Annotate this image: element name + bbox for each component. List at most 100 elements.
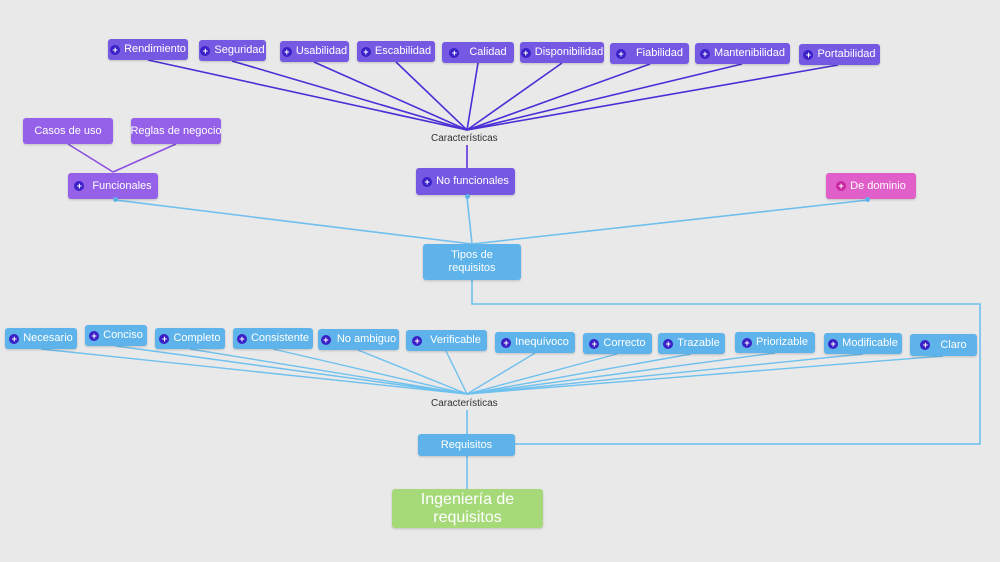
connector-line <box>231 60 468 131</box>
funcionales-label: Funcionales <box>92 179 152 192</box>
expand-icon[interactable]: + <box>589 338 600 349</box>
connector-line <box>466 353 864 395</box>
trait-item[interactable]: +Correcto <box>583 333 652 354</box>
nonfunctional-item[interactable]: +Seguridad <box>199 40 266 61</box>
funcionales-node[interactable]: + Funcionales <box>68 173 158 199</box>
nonfunctional-item[interactable]: +Disponibilidad <box>520 42 604 63</box>
trait-item[interactable]: +Inequívoco <box>495 332 575 353</box>
root-node[interactable]: Ingeniería de requisitos <box>392 489 543 528</box>
item-label: Disponibilidad <box>534 46 604 59</box>
item-label: Portabilidad <box>817 48 876 61</box>
item-label: Mantenibilidad <box>714 47 785 60</box>
connector-line <box>313 61 468 131</box>
tipos-de-requisitos-node[interactable]: Tipos de requisitos <box>423 244 521 280</box>
nonfunctional-item[interactable]: +Fiabilidad <box>610 43 689 64</box>
trait-label: No ambiguo <box>336 333 397 346</box>
connector-line <box>114 199 473 245</box>
trait-label: Necesario <box>23 332 73 345</box>
trait-label: Inequívoco <box>515 336 569 349</box>
connector-line <box>466 62 563 131</box>
nonfunctional-item[interactable]: +Usabilidad <box>280 41 349 62</box>
reglas-de-negocio-label: Reglas de negocio <box>130 124 222 137</box>
trait-label: Modificable <box>842 337 898 350</box>
item-label: Escabilidad <box>374 45 432 58</box>
expand-icon[interactable]: + <box>281 46 292 57</box>
connector-line <box>466 196 473 245</box>
expand-icon[interactable]: + <box>663 338 674 349</box>
expand-icon[interactable]: + <box>828 338 839 349</box>
item-label: Seguridad <box>214 44 265 57</box>
connector-dot <box>865 197 870 202</box>
expand-icon[interactable]: + <box>700 48 711 59</box>
expand-icon[interactable]: + <box>89 330 100 341</box>
connector-line <box>466 353 618 395</box>
connector-line <box>466 63 743 131</box>
expand-icon[interactable]: + <box>200 45 211 56</box>
expand-icon[interactable]: + <box>360 46 371 57</box>
connector-line <box>445 350 468 395</box>
expand-icon[interactable]: + <box>449 47 460 58</box>
connector-line <box>147 59 468 131</box>
item-label: Rendimiento <box>124 43 186 56</box>
casos-de-uso-label: Casos de uso <box>34 124 102 137</box>
casos-de-uso-node[interactable]: Casos de uso <box>23 118 113 144</box>
trait-item[interactable]: +Modificable <box>824 333 902 354</box>
trait-item[interactable]: +Priorizable <box>735 332 815 353</box>
reglas-de-negocio-node[interactable]: Reglas de negocio <box>130 118 222 144</box>
caracteristicas-bottom-label: Características <box>431 398 498 409</box>
trait-item[interactable]: +Conciso <box>85 325 147 346</box>
expand-icon[interactable]: + <box>520 47 531 58</box>
no-funcionales-node[interactable]: + No funcionales <box>416 168 515 195</box>
trait-item[interactable]: +Completo <box>155 328 225 349</box>
caracteristicas-top-label: Características <box>431 133 498 144</box>
expand-icon[interactable]: + <box>615 48 626 59</box>
nonfunctional-item[interactable]: +Escabilidad <box>357 41 435 62</box>
connector-line <box>466 353 692 395</box>
nonfunctional-item[interactable]: +Calidad <box>442 42 514 63</box>
item-label: Usabilidad <box>295 45 348 58</box>
trait-label: Priorizable <box>756 336 808 349</box>
expand-icon[interactable]: + <box>110 44 121 55</box>
expand-icon[interactable]: + <box>803 49 814 60</box>
trait-label: Conciso <box>103 329 143 342</box>
root-label: Ingeniería de requisitos <box>420 490 515 526</box>
expand-icon[interactable]: + <box>320 334 331 345</box>
connector-line <box>189 348 468 395</box>
nonfunctional-item[interactable]: +Rendimiento <box>108 39 188 60</box>
expand-icon[interactable]: + <box>9 333 20 344</box>
trait-label: Claro <box>940 338 967 351</box>
connector-line <box>466 62 479 131</box>
trait-item[interactable]: + No ambiguo <box>318 329 399 350</box>
expand-icon[interactable]: + <box>422 176 433 187</box>
nonfunctional-item[interactable]: +Portabilidad <box>799 44 880 65</box>
no-funcionales-label: No funcionales <box>436 175 509 188</box>
trait-item[interactable]: + Claro <box>910 334 977 356</box>
trait-label: Trazable <box>677 337 720 350</box>
connector-line <box>67 143 114 173</box>
expand-icon[interactable]: + <box>501 337 512 348</box>
expand-icon[interactable]: + <box>74 181 85 191</box>
connector-line <box>466 352 776 395</box>
expand-icon[interactable]: + <box>836 181 847 191</box>
requisitos-node[interactable]: Requisitos <box>418 434 515 456</box>
connector-line <box>395 61 468 131</box>
trait-item[interactable]: +Consistente <box>233 328 313 349</box>
trait-label: Consistente <box>250 332 310 345</box>
expand-icon[interactable]: + <box>159 333 170 344</box>
nonfunctional-item[interactable]: +Mantenibilidad <box>695 43 790 64</box>
trait-item[interactable]: +Necesario <box>5 328 77 349</box>
connector-line <box>466 64 839 131</box>
expand-icon[interactable]: + <box>412 335 423 346</box>
trait-item[interactable]: +Trazable <box>658 333 725 354</box>
de-dominio-label: De dominio <box>850 179 906 192</box>
expand-icon[interactable]: + <box>920 340 931 350</box>
expand-icon[interactable]: + <box>742 337 753 348</box>
trait-label: Correcto <box>603 337 646 350</box>
connector-line <box>466 352 536 395</box>
connector-line <box>112 143 177 173</box>
trait-item[interactable]: +Verificable <box>406 330 487 351</box>
de-dominio-node[interactable]: + De dominio <box>826 173 916 199</box>
expand-icon[interactable]: + <box>236 333 247 344</box>
